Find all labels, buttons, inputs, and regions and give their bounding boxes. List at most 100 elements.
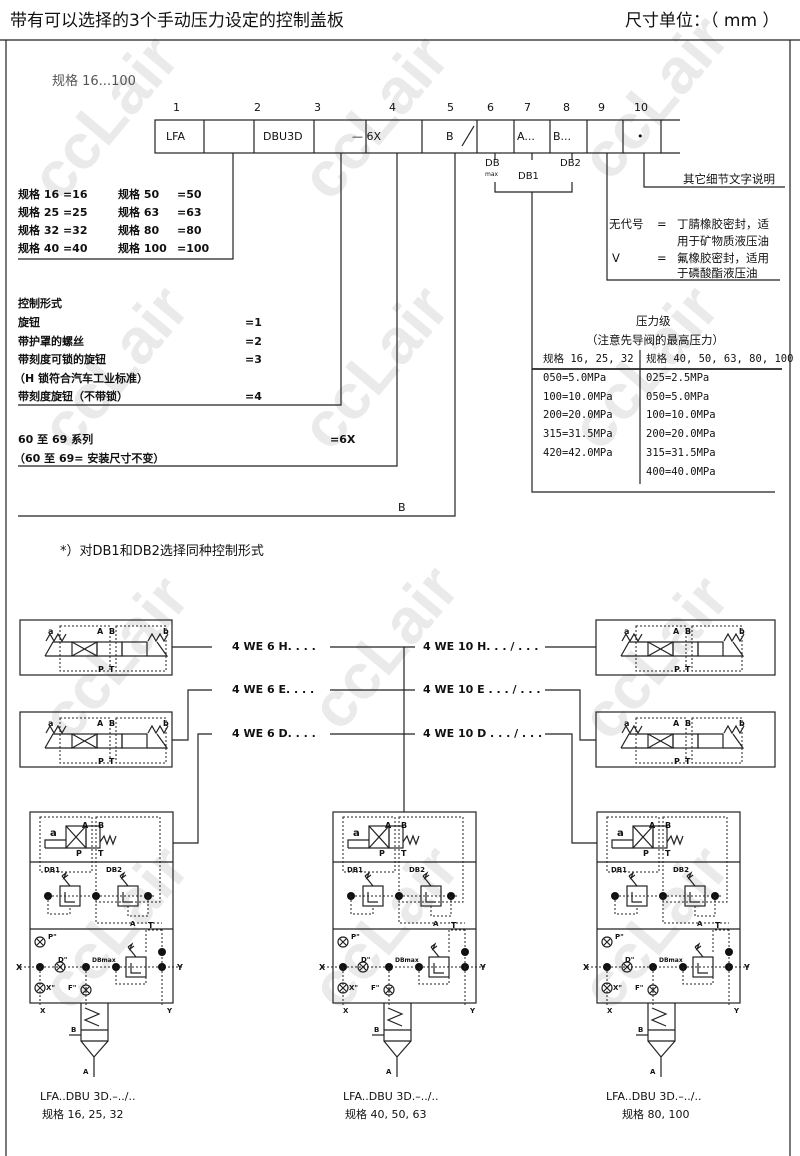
port-label: Y bbox=[733, 1007, 740, 1015]
pressure-title: 压力级 bbox=[636, 314, 671, 328]
port-label: F" bbox=[68, 984, 76, 992]
pressure-cell: 400=40.0MPa bbox=[646, 466, 716, 478]
cover-body bbox=[596, 811, 741, 1004]
adjust-knob-icon bbox=[430, 942, 440, 958]
pilot-line bbox=[350, 896, 465, 924]
spool-position bbox=[697, 733, 724, 749]
pilot-envelope bbox=[635, 625, 687, 672]
port-label: B bbox=[109, 627, 115, 636]
pilot-envelope bbox=[95, 816, 161, 903]
pilot-line bbox=[47, 896, 162, 924]
position-number: 4 bbox=[389, 101, 396, 114]
valve-housing bbox=[19, 619, 173, 676]
port-label: T bbox=[715, 921, 721, 930]
port-label: X bbox=[583, 963, 590, 972]
cartridge-spring bbox=[648, 1007, 675, 1031]
series-label: 60 至 69 系列 bbox=[18, 433, 94, 446]
orifice-cross bbox=[385, 986, 393, 994]
cartridge-spring bbox=[384, 1007, 411, 1031]
code-cell: DBU3D bbox=[263, 130, 303, 143]
orifice-cross bbox=[623, 963, 631, 971]
adjust-knob-icon bbox=[628, 871, 638, 887]
caption-model: LFA..DBU 3D.–../.. bbox=[40, 1090, 136, 1103]
spool-position bbox=[388, 825, 404, 849]
port-label: T bbox=[401, 849, 407, 858]
pilot-line bbox=[614, 896, 729, 924]
junction-dot bbox=[158, 948, 166, 956]
valve-label: 4 WE 10 E . . . / . . . bbox=[423, 683, 541, 696]
caption-size: 规格 40, 50, 63 bbox=[345, 1108, 427, 1121]
port-label: A bbox=[649, 821, 656, 830]
valve-label: 4 WE 10 D . . . / . . . bbox=[423, 727, 543, 740]
position-number: 8 bbox=[563, 101, 570, 114]
size-code: =100 bbox=[177, 242, 210, 255]
spring-icon bbox=[45, 632, 169, 643]
control-item: （H 锁符合汽车工业标准） bbox=[14, 372, 149, 385]
adjust-knob-icon bbox=[686, 871, 696, 887]
port-label: P" bbox=[351, 933, 360, 941]
seal-eq: = bbox=[657, 217, 667, 231]
port-label: A bbox=[130, 920, 136, 928]
spring-icon bbox=[621, 632, 745, 643]
port-label: a bbox=[617, 828, 624, 839]
port-label: A bbox=[83, 1068, 89, 1076]
port-label: P bbox=[379, 849, 385, 858]
code-cell: B bbox=[446, 130, 454, 143]
pilot-envelope bbox=[606, 816, 660, 873]
port-label: Y bbox=[479, 963, 486, 972]
port-label: T bbox=[148, 921, 154, 930]
port-label: B bbox=[401, 821, 407, 830]
relief-arrow bbox=[367, 892, 378, 903]
port-label: B bbox=[98, 821, 104, 830]
orifice-cross bbox=[82, 986, 90, 994]
port-label: A bbox=[433, 920, 439, 928]
port-label: a bbox=[48, 719, 53, 728]
pilot-envelope bbox=[59, 625, 111, 672]
spool-cross bbox=[65, 825, 87, 849]
solenoid-icon bbox=[620, 733, 745, 749]
junction-dot bbox=[461, 948, 469, 956]
db1-label: DB1 bbox=[347, 866, 363, 874]
solenoid-icon bbox=[44, 641, 169, 657]
cover-body bbox=[29, 811, 174, 1004]
orifice-cross bbox=[36, 938, 44, 946]
port-label: B bbox=[685, 627, 691, 636]
pressure-cell: 100=10.0MPa bbox=[646, 409, 716, 421]
pilot-line bbox=[606, 927, 730, 1007]
pilot-envelope bbox=[691, 717, 743, 764]
position-number: 9 bbox=[598, 101, 605, 114]
pilot-envelope bbox=[691, 625, 743, 672]
adjust-knob-icon bbox=[127, 942, 137, 958]
port-label: Y bbox=[469, 1007, 476, 1015]
adjust-knob-icon bbox=[364, 871, 374, 887]
pressure-cell: 200=20.0MPa bbox=[646, 428, 716, 440]
port-label: a bbox=[353, 828, 360, 839]
series-code: =6X bbox=[330, 433, 356, 446]
port-label: P bbox=[674, 757, 680, 766]
code-cell: B... bbox=[553, 130, 572, 143]
port-label: T bbox=[109, 665, 115, 674]
orifice-cross bbox=[339, 984, 347, 992]
pressure-cell: 420=42.0MPa bbox=[543, 447, 613, 459]
pressure-col-header: 规格 40, 50, 63, 80, 100 bbox=[646, 353, 794, 365]
position-number: 6 bbox=[487, 101, 494, 114]
pilot-envelope bbox=[115, 625, 167, 672]
caption-model: LFA..DBU 3D.–../.. bbox=[606, 1090, 702, 1103]
valve-housing bbox=[19, 711, 173, 768]
other-details-label: 其它细节文字说明 bbox=[683, 172, 775, 186]
relief-arrow bbox=[425, 892, 436, 903]
relief-arrow bbox=[130, 963, 141, 974]
port-label: P bbox=[674, 665, 680, 674]
spool-cross bbox=[71, 641, 98, 657]
port-label: F" bbox=[371, 984, 379, 992]
orifice-cross bbox=[603, 984, 611, 992]
position-number: 3 bbox=[314, 101, 321, 114]
port-label: F" bbox=[635, 984, 643, 992]
size-code: =63 bbox=[177, 206, 202, 219]
position-number: 2 bbox=[254, 101, 261, 114]
orifice-cross bbox=[339, 938, 347, 946]
